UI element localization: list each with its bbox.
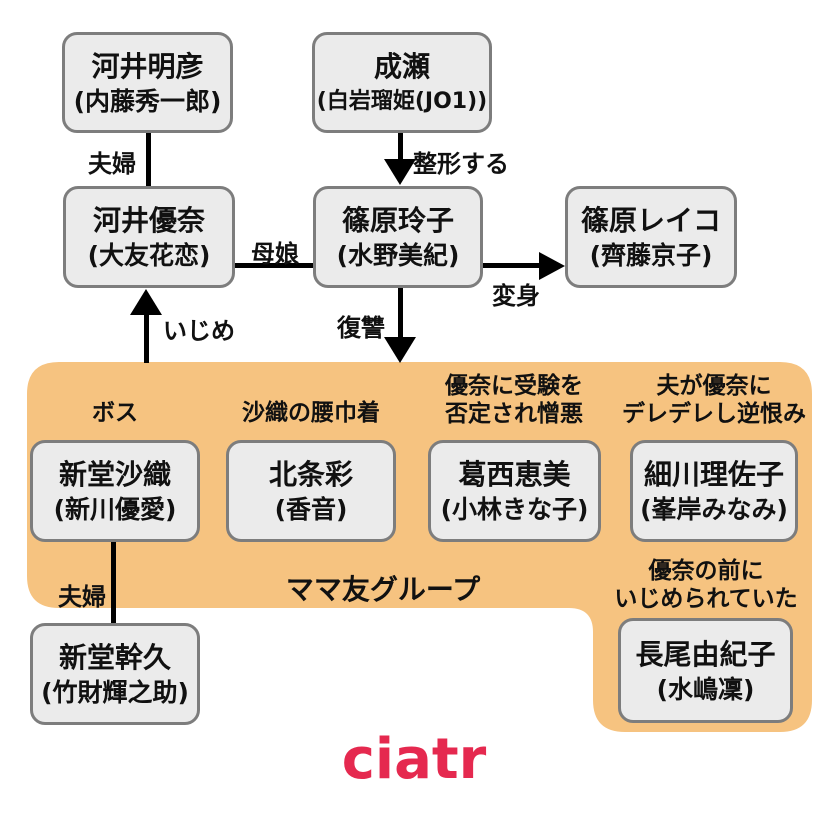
character-name: 細川理佐子 — [643, 458, 784, 491]
note-line: 優奈に受験を — [445, 373, 583, 399]
actor-name: (内藤秀一郎) — [73, 86, 222, 116]
note-boss: ボス — [92, 400, 138, 426]
mama-group-label: ママ友グループ — [285, 573, 481, 606]
character-name: 北条彩 — [268, 458, 353, 491]
actor-name: (小林きな子) — [440, 495, 589, 524]
note-line: デレデレし逆恨み — [622, 401, 806, 427]
edge-label-fufu-top: 夫婦 — [88, 150, 136, 178]
arrowhead-down-seikei — [384, 159, 416, 185]
note-line: 優奈の前に — [648, 558, 764, 584]
character-name: 長尾由紀子 — [635, 637, 776, 671]
actor-name: (竹財輝之助) — [41, 678, 189, 707]
node-hosokawa-risako: 細川理佐子 (峯岸みなみ) — [630, 440, 798, 542]
node-shindo-saori: 新堂沙織 (新川優愛) — [30, 440, 200, 542]
note-line: いじめられていた — [614, 586, 798, 612]
note-nagao: 優奈の前に いじめられていた — [614, 557, 797, 613]
node-nagao-yukiko: 長尾由紀子 (水嶋凜) — [618, 618, 793, 723]
arrowhead-right-henshin — [539, 252, 565, 280]
node-hojo-aya: 北条彩 (香音) — [226, 440, 396, 542]
character-name: 新堂沙織 — [58, 458, 171, 491]
actor-name: (大友花恋) — [87, 241, 211, 270]
ciatr-logo: ciatr — [341, 727, 487, 792]
note-line: 夫が優奈に — [656, 373, 772, 399]
arrowhead-down-fukushu — [384, 337, 416, 363]
actor-name: (水嶋凜) — [656, 674, 755, 704]
edge-line-boshi — [233, 263, 315, 268]
node-shinohara-reiko-katakana: 篠原レイコ (齊藤京子) — [565, 186, 737, 288]
character-name: 葛西恵美 — [458, 458, 571, 491]
edge-line-henshin — [481, 263, 541, 268]
character-name: 河井明彦 — [91, 49, 204, 83]
edge-line-seikei — [398, 131, 403, 162]
note-kasai: 優奈に受験を 否定され憎悪 — [445, 372, 583, 428]
node-naruse: 成瀬 (白岩瑠姫(JO1)) — [312, 32, 492, 133]
character-name: 篠原レイコ — [580, 204, 721, 237]
edge-line-fukushu — [398, 286, 403, 339]
actor-name: (白岩瑠姫(JO1)) — [316, 88, 488, 114]
actor-name: (新川優愛) — [53, 495, 177, 524]
edge-label-fufu-bottom: 夫婦 — [58, 583, 106, 611]
note-koshiginchaku: 沙織の腰巾着 — [242, 400, 380, 426]
actor-name: (水野美紀) — [336, 241, 460, 270]
note-hosokawa: 夫が優奈に デレデレし逆恨み — [622, 372, 806, 428]
edge-line-ijime — [144, 312, 149, 363]
node-kasai-emi: 葛西恵美 (小林きな子) — [428, 440, 601, 542]
character-name: 成瀬 — [373, 49, 430, 83]
edge-label-seikei: 整形する — [413, 150, 509, 178]
mama-group-shape-path — [27, 362, 812, 732]
node-shinohara-reiko: 篠原玲子 (水野美紀) — [313, 186, 483, 288]
node-kawai-akihiko: 河井明彦 (内藤秀一郎) — [62, 32, 233, 133]
character-name: 篠原玲子 — [341, 204, 454, 237]
character-name: 新堂幹久 — [58, 641, 171, 674]
edge-line-fufu-top — [146, 131, 151, 188]
node-kawai-yuna: 河井優奈 (大友花恋) — [63, 186, 235, 288]
actor-name: (峯岸みなみ) — [640, 495, 788, 524]
edge-label-ijime: いじめ — [163, 317, 235, 345]
note-line: 否定され憎悪 — [445, 401, 583, 427]
edge-line-fufu-bottom — [111, 540, 116, 625]
edge-label-boshi: 母娘 — [251, 240, 299, 268]
arrowhead-up-ijime — [130, 289, 162, 315]
actor-name: (齊藤京子) — [589, 241, 713, 270]
character-name: 河井優奈 — [92, 204, 205, 237]
edge-label-henshin: 変身 — [492, 282, 540, 310]
node-shindo-mikihisa: 新堂幹久 (竹財輝之助) — [30, 623, 200, 725]
edge-label-fukushu: 復讐 — [337, 314, 385, 342]
actor-name: (香音) — [274, 495, 348, 524]
